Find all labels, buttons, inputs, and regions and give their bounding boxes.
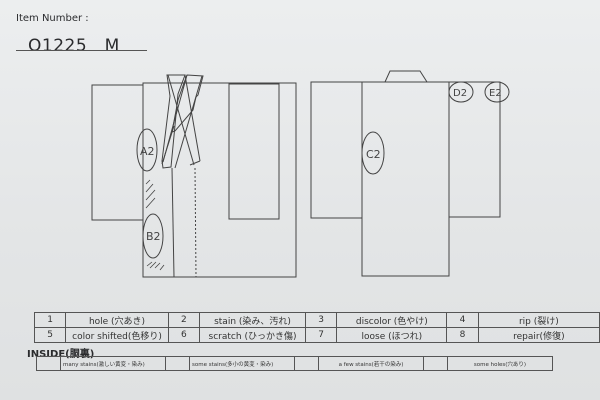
mark-d2 bbox=[448, 81, 474, 103]
mark-e2-label: E2 bbox=[489, 88, 502, 99]
inside-section-title: INSIDE(胴裏) bbox=[27, 349, 95, 360]
legend-label: loose (ほつれ) bbox=[336, 327, 448, 343]
kimono-back-outline bbox=[310, 70, 501, 277]
legend-num: 8 bbox=[446, 327, 479, 343]
inside-option-label: a few stains(若干の染み) bbox=[318, 356, 424, 371]
mark-b2-label: B2 bbox=[146, 230, 161, 243]
inside-condition-table: many stains(激しい黄変・染み) some stains(多小の黄変・… bbox=[36, 356, 553, 371]
legend-label: rip (裂け) bbox=[477, 312, 600, 328]
legend-row: 5 color shifted(色移り) 6 scratch (ひっかき傷) 7… bbox=[33, 327, 600, 343]
inside-option-label: some stains(多小の黄変・染み) bbox=[189, 356, 295, 371]
legend-row: 1 hole (穴あき) 2 stain (染み、汚れ) 3 discolor … bbox=[33, 312, 600, 328]
item-number-underline bbox=[16, 50, 147, 51]
inside-row: many stains(激しい黄変・染み) some stains(多小の黄変・… bbox=[36, 356, 553, 371]
inside-option-label: many stains(激しい黄変・染み) bbox=[60, 356, 166, 371]
legend-label: color shifted(色移り) bbox=[65, 327, 169, 343]
legend-label: discolor (色やけ) bbox=[336, 312, 448, 328]
legend-num: 7 bbox=[304, 327, 338, 343]
legend-label: stain (染み、汚れ) bbox=[199, 312, 306, 328]
inside-option-label: some holes(穴あり) bbox=[447, 356, 553, 371]
legend-label: hole (穴あき) bbox=[65, 312, 169, 328]
kimono-front-outline bbox=[91, 74, 297, 278]
inside-checkbox-many-stains[interactable] bbox=[36, 356, 61, 371]
inside-checkbox-few-stains[interactable] bbox=[294, 356, 319, 371]
mark-b2 bbox=[142, 213, 164, 259]
legend-num: 2 bbox=[167, 312, 201, 328]
item-number-label: Item Number : bbox=[16, 13, 89, 24]
legend-num: 5 bbox=[33, 327, 67, 343]
legend-num: 3 bbox=[304, 312, 338, 328]
mark-e2 bbox=[484, 81, 510, 103]
mark-c2-label: C2 bbox=[366, 148, 381, 161]
legend-label: scratch (ひっかき傷) bbox=[199, 327, 306, 343]
kimono-diagram: A2 B2 C2 D2 E2 bbox=[91, 70, 510, 278]
mark-c2 bbox=[361, 131, 385, 175]
item-number-value: O1225 M bbox=[28, 36, 120, 56]
damage-legend-table: 1 hole (穴あき) 2 stain (染み、汚れ) 3 discolor … bbox=[33, 312, 600, 343]
legend-num: 1 bbox=[33, 312, 67, 328]
inside-checkbox-some-stains[interactable] bbox=[165, 356, 190, 371]
legend-label: repair(修復) bbox=[477, 327, 600, 343]
mark-a2 bbox=[136, 128, 158, 172]
hatch-marks bbox=[145, 179, 165, 271]
mark-a2-label: A2 bbox=[140, 145, 155, 158]
legend-num: 4 bbox=[446, 312, 479, 328]
mark-d2-label: D2 bbox=[453, 88, 467, 99]
legend-num: 6 bbox=[167, 327, 201, 343]
inside-checkbox-some-holes[interactable] bbox=[423, 356, 448, 371]
